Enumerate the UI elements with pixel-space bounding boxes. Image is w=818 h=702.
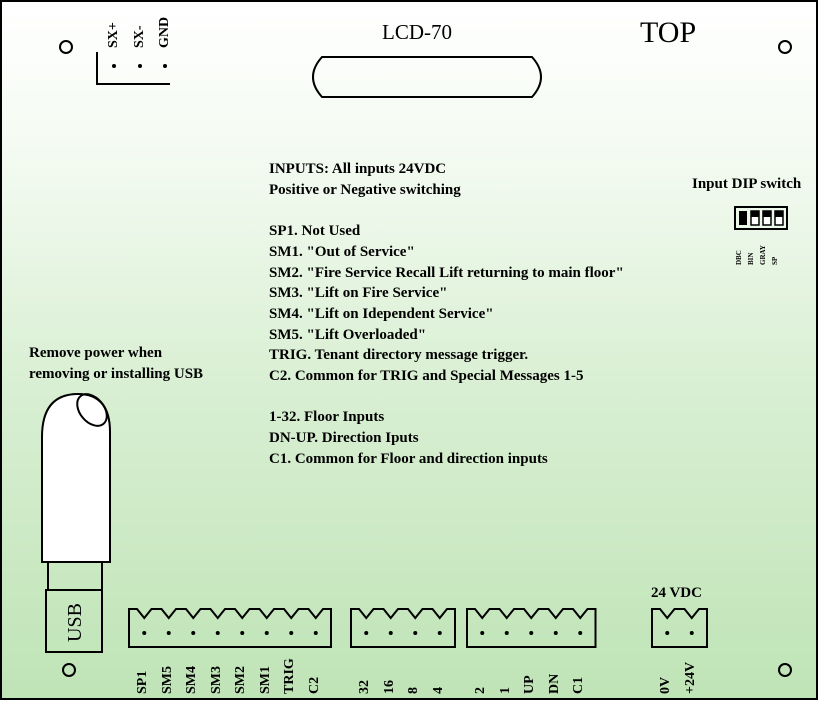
inputs-spacer: [269, 387, 624, 408]
usb-warning: Remove power when removing or installing…: [29, 343, 203, 384]
pin-label: TRIG: [282, 658, 298, 694]
serial-terminal-block: [96, 52, 170, 85]
dip-label-bin: BIN: [747, 252, 755, 265]
mounting-hole-top-left: [59, 40, 73, 54]
dip-switch: [734, 206, 788, 230]
pin-label: C2: [306, 676, 322, 694]
lcd-connector: [312, 56, 542, 98]
terminal-pin: [689, 631, 694, 635]
terminal-block-outline: [466, 608, 597, 648]
terminal-pin: [388, 631, 393, 635]
terminal-pin: [191, 631, 196, 635]
usb-warning-line: Remove power when: [29, 345, 163, 361]
terminal-pin: [215, 631, 220, 635]
serial-label-sx-plus: SX+: [106, 22, 121, 48]
terminal-pin: [504, 631, 509, 635]
pin-label: 0V: [658, 676, 674, 694]
pin-label: C1: [571, 676, 587, 694]
usb-warning-line: removing or installing USB: [29, 365, 204, 382]
terminal-pin: [413, 631, 418, 635]
inputs-line: C1. Common for Floor and direction input…: [269, 450, 548, 467]
terminal-pin: [313, 631, 318, 635]
inputs-line: 1-32. Floor Inputs: [269, 409, 385, 426]
connector-3: [466, 608, 597, 648]
pin-label: +24V: [682, 661, 698, 694]
terminal-pin: [264, 631, 269, 635]
terminal-pin: [166, 631, 171, 635]
dip-switch-title: Input DIP switch: [692, 176, 802, 192]
inputs-line: SM2. "Fire Service Recall Lift returning…: [269, 264, 624, 281]
usb-label: USB: [64, 603, 86, 642]
pin-label: SM4: [184, 666, 200, 694]
mounting-hole-bottom-left: [62, 663, 76, 677]
terminal-pin: [529, 631, 534, 635]
inputs-line: SM5. "Lift Overloaded": [269, 326, 427, 343]
top-label: TOP: [640, 16, 697, 49]
dip-label-dbc: DBC: [735, 250, 743, 265]
inputs-spacer: [269, 200, 624, 221]
pin-label: DN: [546, 673, 562, 694]
terminal-pin: [142, 631, 147, 635]
inputs-line: C2. Common for TRIG and Special Messages…: [269, 368, 584, 385]
pin-label: 8: [406, 687, 422, 694]
pin-label: 32: [357, 680, 373, 694]
terminal-pin: [240, 631, 245, 635]
pin-label: 1: [497, 687, 513, 694]
inputs-description: INPUTS: All inputs 24VDC Positive or Neg…: [269, 159, 624, 470]
inputs-line: INPUTS: All inputs 24VDC: [269, 161, 447, 177]
terminal-pin: [553, 631, 558, 635]
connector-4: [651, 608, 708, 648]
pin-label: SM2: [233, 666, 249, 694]
inputs-line: TRIG. Tenant directory message trigger.: [269, 347, 529, 364]
pin-label: SP1: [135, 670, 151, 694]
terminal-pin: [364, 631, 369, 635]
terminal-block-outline: [350, 608, 456, 648]
terminal-pin: [437, 631, 442, 635]
pin-label: 2: [473, 687, 489, 694]
terminal-pin: [289, 631, 294, 635]
terminal-pin: [665, 631, 670, 635]
pin-label: SM5: [159, 666, 175, 694]
mounting-hole-bottom-right: [778, 663, 792, 677]
connector-1: [128, 608, 332, 648]
pin-label: SM1: [257, 666, 273, 694]
pin-label: SM3: [208, 666, 224, 694]
terminal-block-outline: [128, 608, 332, 648]
connector-2: [350, 608, 456, 648]
inputs-line: SM4. "Lift on Idependent Service": [269, 305, 494, 322]
dip-label-sp: SP: [771, 256, 779, 265]
pin-label: 4: [430, 687, 446, 694]
inputs-line: SP1. Not Used: [269, 223, 361, 240]
inputs-line: Positive or Negative switching: [269, 181, 461, 198]
board-title: LCD-70: [382, 20, 452, 44]
pin-label: UP: [522, 675, 538, 694]
mounting-hole-top-right: [778, 40, 792, 54]
terminal-pin: [578, 631, 583, 635]
terminal-block-outline: [651, 608, 708, 648]
terminal-pin: [480, 631, 485, 635]
inputs-line: DN-UP. Direction Iputs: [269, 430, 419, 447]
dip-label-gray: GRAY: [759, 245, 767, 265]
power-label: 24 VDC: [651, 585, 702, 601]
usb-stick: [41, 392, 111, 653]
inputs-line: SM3. "Lift on Fire Service": [269, 285, 448, 302]
serial-label-gnd: GND: [157, 16, 172, 48]
serial-label-sx-minus: SX-: [132, 25, 147, 48]
pin-label: 16: [381, 680, 397, 694]
inputs-line: SM1. "Out of Service": [269, 243, 415, 260]
